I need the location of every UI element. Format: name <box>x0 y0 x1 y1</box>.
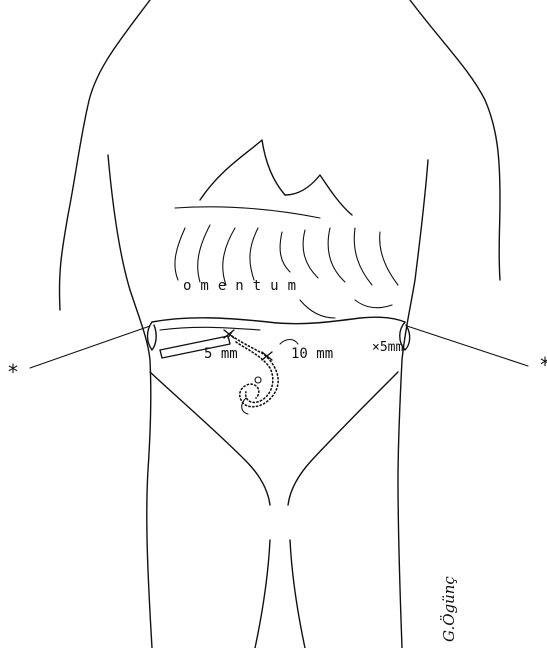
right-thigh-inner-line <box>290 540 305 648</box>
appendix-hook <box>242 398 248 414</box>
chest-curve-left <box>200 140 285 200</box>
omentum-fold-line <box>303 230 318 278</box>
omentum-fold-line <box>175 228 185 280</box>
dotted-bowel-path-inner <box>236 342 273 402</box>
omentum-label: omentum <box>183 278 305 294</box>
port-mark-10mm-center <box>262 352 272 360</box>
left-arm-outline <box>59 0 150 310</box>
epigastric-line <box>175 207 320 218</box>
umbilicus-mark <box>280 340 298 345</box>
omentum-fold-line <box>300 300 335 318</box>
port-5mm-right-label: ×5mm <box>372 340 403 355</box>
right-asterisk-marker: * <box>540 353 547 377</box>
port-5mm-left-label: 5 mm <box>204 346 238 362</box>
omentum-fold-line <box>380 232 398 285</box>
right-torso-outline <box>398 160 428 648</box>
right-arm-outline <box>410 0 500 280</box>
artist-signature: G.Ögünç <box>440 576 458 642</box>
omentum-fold-line <box>354 228 372 285</box>
left-asterisk-marker: * <box>8 360 18 384</box>
chest-curve-right <box>285 175 352 215</box>
omentum-fold-line <box>198 225 210 282</box>
omentum-fold-line <box>328 228 345 282</box>
left-torso-outline <box>108 155 152 648</box>
left-inguinal-line <box>150 372 270 505</box>
right-inguinal-line <box>288 372 398 505</box>
omentum-lower-edge <box>152 317 405 323</box>
left-retraction-line <box>30 326 150 368</box>
right-retraction-line <box>407 326 528 366</box>
left-thigh-inner-line <box>255 540 270 648</box>
omentum-fold-line <box>280 232 290 272</box>
appendix-tip-circle <box>255 377 261 383</box>
omentum-fold-line <box>223 228 235 285</box>
omentum-fold-line <box>355 300 392 308</box>
omentum-secondary-edge <box>160 327 260 330</box>
omentum-fold-line <box>250 228 258 280</box>
port-10mm-label: 10 mm <box>291 346 333 362</box>
